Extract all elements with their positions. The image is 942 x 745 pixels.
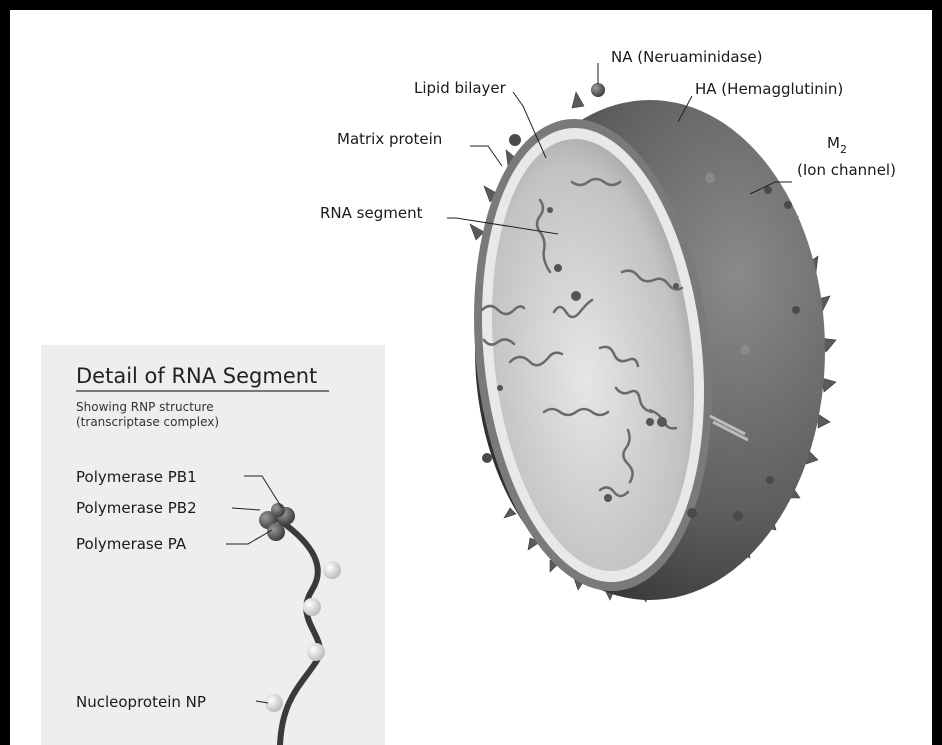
virus-particle bbox=[452, 100, 825, 603]
label-lipid-bilayer: Lipid bilayer bbox=[414, 79, 507, 97]
influenza-virus-diagram: NA (Neruaminidase) Lipid bilayer HA (Hem… bbox=[10, 10, 932, 745]
label-matrix-protein: Matrix protein bbox=[337, 130, 442, 148]
detail-panel: Detail of RNA Segment Showing RNP struct… bbox=[41, 345, 385, 745]
detail-subtitle-line2: (transcriptase complex) bbox=[76, 415, 219, 429]
label-ion-channel: (Ion channel) bbox=[797, 161, 896, 179]
label-polymerase-pb2: Polymerase PB2 bbox=[76, 499, 197, 517]
label-m2-main: M bbox=[827, 134, 840, 152]
detail-title: Detail of RNA Segment bbox=[76, 364, 317, 388]
label-polymerase-pa: Polymerase PA bbox=[76, 535, 187, 553]
label-na: NA (Neruaminidase) bbox=[611, 48, 762, 66]
label-polymerase-pb1: Polymerase PB1 bbox=[76, 468, 197, 486]
label-m2-subscript: 2 bbox=[840, 143, 847, 156]
diagram-canvas: NA (Neruaminidase) Lipid bilayer HA (Hem… bbox=[10, 10, 932, 745]
label-ha: HA (Hemagglutinin) bbox=[695, 80, 843, 98]
detail-subtitle-line1: Showing RNP structure bbox=[76, 400, 214, 414]
label-nucleoprotein-np: Nucleoprotein NP bbox=[76, 693, 206, 711]
label-rna-segment: RNA segment bbox=[320, 204, 423, 222]
label-m2: M2 bbox=[827, 134, 847, 156]
